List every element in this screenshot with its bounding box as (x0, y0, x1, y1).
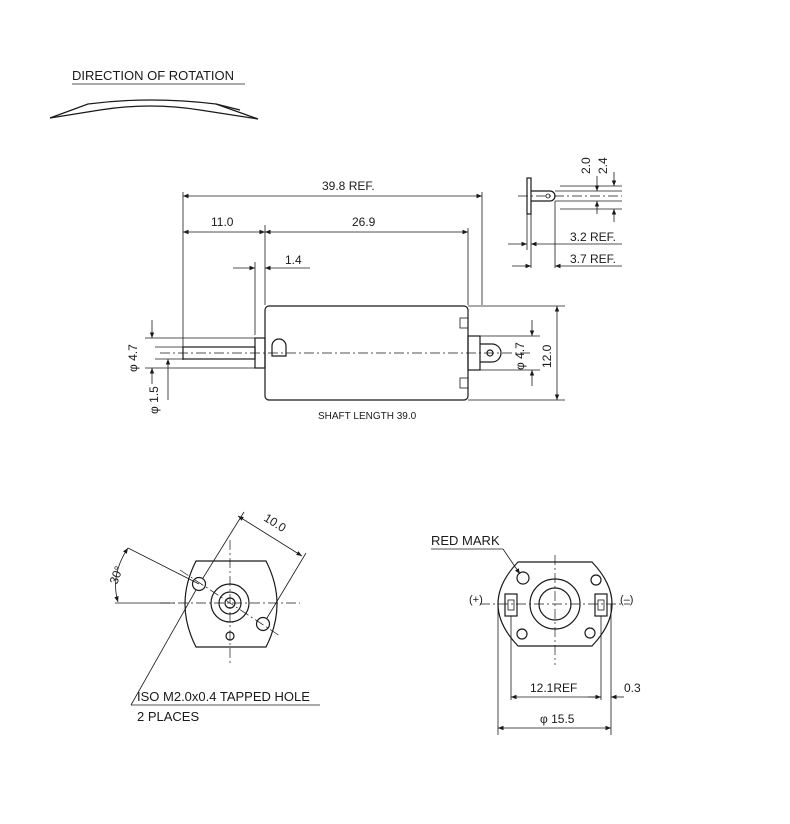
label-overall-length: 39.8 REF. (322, 179, 375, 193)
label-rear-boss-dia: φ 4.7 (513, 342, 527, 370)
terminal-minus (594, 593, 608, 617)
leader-tapped-hole (130, 589, 197, 706)
rotation-arrowhead (215, 103, 241, 111)
tapped-hole-left (191, 576, 207, 592)
plus-label: (+) (469, 594, 483, 606)
front-boss-outer (210, 583, 250, 623)
label-body-length: 26.9 (352, 215, 376, 229)
rear-hole-bottom-left (516, 628, 528, 640)
red-mark-label: RED MARK (431, 533, 500, 548)
front-shaft-circle (224, 597, 236, 609)
rear-boss-outer (529, 578, 581, 630)
bearing-cap (271, 338, 287, 357)
red-mark-circle (516, 571, 530, 585)
shaft-length-note: SHAFT LENGTH 39.0 (318, 411, 417, 422)
terminal-plus (504, 593, 518, 617)
places-note: 2 PLACES (137, 709, 199, 724)
label-hole-spacing: 10.0 (261, 511, 289, 535)
red-mark-leader (502, 548, 521, 575)
front-boss-mid (218, 591, 242, 615)
label-terminal-spacing: 12.1REF (530, 681, 577, 695)
label-shaft-extension: 11.0 (211, 215, 234, 229)
label-dim-b: 2.4 (596, 157, 610, 174)
label-dim-d: 3.7 REF. (570, 252, 616, 266)
rear-view: RED MARK (+) (–) 12.1REF 0.3 φ 15.5 (431, 533, 641, 735)
rear-view-body (497, 561, 613, 647)
ext-angle-leg (127, 547, 200, 585)
front-small-hole (225, 631, 235, 641)
side-view: 39.8 REF. 11.0 26.9 1.4 φ 4.7 (126, 179, 565, 422)
ext-hole-right (266, 552, 307, 619)
label-dim-a: 2.0 (579, 157, 593, 174)
label-terminal-offset: 0.3 (624, 681, 641, 695)
terminal-detail: 2.0 2.4 3.2 REF. 3.7 REF. (508, 157, 622, 269)
terminal-plus-inner (507, 599, 515, 611)
minus-label: (–) (620, 594, 633, 606)
label-angle: 30° (107, 564, 126, 586)
rotation-arrow-lower (49, 105, 259, 120)
rotation-arrow-upper (49, 99, 259, 120)
label-boss-length: 1.4 (285, 253, 302, 267)
rotation-title: DIRECTION OF ROTATION (72, 68, 234, 83)
front-view-body (184, 560, 278, 648)
dim-angle-arc (114, 547, 129, 603)
tapped-hole-note: ISO M2.0x0.4 TAPPED HOLE (137, 689, 310, 704)
ext-hole-left (202, 511, 245, 579)
rear-hole-top-right (590, 574, 602, 586)
front-diag-centerline (179, 569, 281, 637)
body-tab-top (459, 317, 469, 329)
body-tab-bottom (459, 377, 469, 389)
rear-hole-bottom-right (584, 627, 596, 639)
terminal-minus-inner (597, 599, 605, 611)
label-dim-c: 3.2 REF. (570, 230, 616, 244)
front-view: 10.0 30° ISO M2.0x0.4 TAPPED HOLE 2 PLAC… (107, 511, 320, 724)
tapped-hole-right (255, 616, 271, 632)
label-shaft-dia: φ 1.5 (147, 386, 161, 414)
rear-boss-inner (538, 587, 572, 621)
rotation-direction: DIRECTION OF ROTATION (49, 68, 259, 120)
label-front-boss-dia: φ 4.7 (126, 344, 140, 372)
label-body-height: 12.0 (540, 344, 554, 368)
dim-hole-spacing (237, 515, 303, 557)
rear-terminal (480, 343, 502, 363)
label-outer-dia: φ 15.5 (540, 712, 575, 726)
